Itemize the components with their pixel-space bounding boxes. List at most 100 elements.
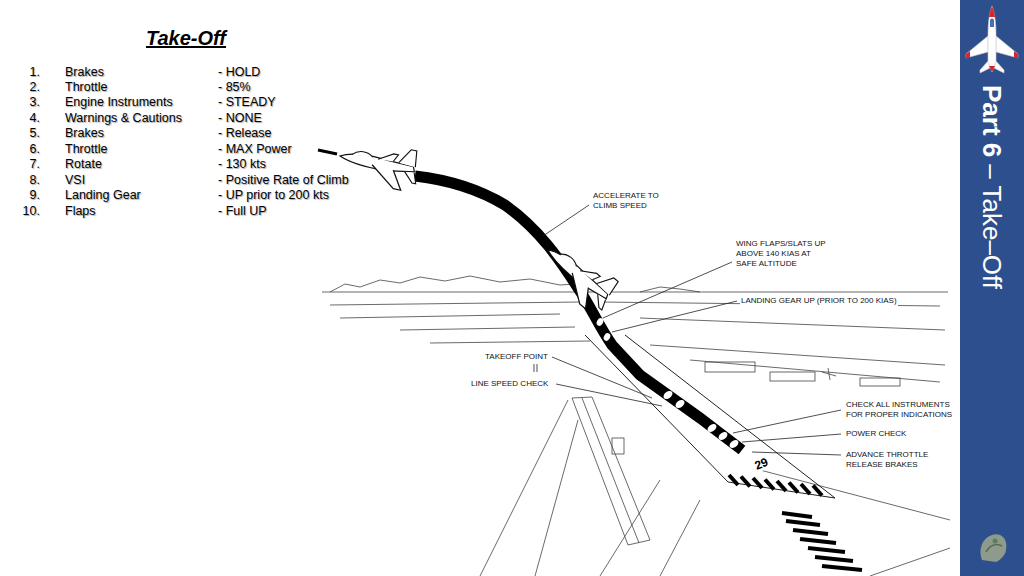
leader-line bbox=[612, 301, 737, 332]
approach-lights bbox=[815, 557, 853, 561]
checklist-item: Throttle bbox=[65, 80, 107, 95]
callout-text: WING FLAPS/SLATS UP ABOVE 140 KIAS AT SA… bbox=[735, 239, 830, 269]
logo-mark bbox=[986, 545, 1002, 552]
runway bbox=[801, 484, 810, 494]
section-title: – Take–Off bbox=[978, 164, 1006, 289]
jet-icon bbox=[996, 36, 1018, 58]
leader-line bbox=[733, 410, 841, 433]
jet-aircraft bbox=[535, 234, 623, 317]
ground-sketch bbox=[340, 314, 560, 318]
step-number: 9. bbox=[8, 188, 40, 203]
slide-title: Take-Off bbox=[146, 26, 226, 50]
callout-text: TAKEOFF POINT bbox=[484, 352, 549, 362]
jet-icon bbox=[966, 51, 970, 58]
checklist-item: Flaps bbox=[65, 204, 96, 219]
checklist-value: - MAX Power bbox=[218, 142, 292, 157]
checklist-value: - NONE bbox=[218, 111, 262, 126]
jet-icon bbox=[988, 6, 996, 72]
runway bbox=[728, 482, 835, 498]
approach-lights bbox=[793, 530, 828, 534]
checklist-value: - 85% bbox=[218, 80, 251, 95]
checklist-value: - 130 kts bbox=[218, 157, 266, 172]
step-number: 1. bbox=[8, 65, 40, 80]
step-number: 2. bbox=[8, 80, 40, 95]
runway bbox=[729, 475, 738, 485]
runway bbox=[729, 475, 822, 496]
ground-sketch bbox=[660, 500, 700, 576]
runway bbox=[753, 478, 762, 488]
runway bbox=[813, 486, 822, 496]
logo-mark bbox=[980, 534, 1006, 562]
checklist-item: Engine Instruments bbox=[65, 95, 173, 110]
checklist-item: Brakes bbox=[65, 65, 104, 80]
checklist-value: - UP prior to 200 kts bbox=[218, 188, 329, 203]
checklist-item: Throttle bbox=[65, 142, 107, 157]
jet-icon bbox=[980, 60, 990, 73]
ground-sketch bbox=[690, 360, 940, 382]
leader-line bbox=[534, 205, 841, 455]
ground-sketch bbox=[582, 398, 639, 543]
callout-text: LANDING GEAR UP (PRIOR TO 200 KIAS) bbox=[740, 296, 898, 306]
leader-line bbox=[552, 357, 652, 398]
runway-number: 29 bbox=[752, 455, 771, 473]
callout-text: CHECK ALL INSTRUMENTS FOR PROPER INDICAT… bbox=[845, 400, 957, 420]
checklist-value: - Release bbox=[218, 126, 272, 141]
checklist-value: - Full UP bbox=[218, 204, 267, 219]
ground-sketch bbox=[640, 287, 700, 292]
flight-path bbox=[602, 332, 611, 342]
step-number: 6. bbox=[8, 142, 40, 157]
jet-icon bbox=[994, 60, 1004, 73]
checklist-value: - HOLD bbox=[218, 65, 260, 80]
ground-sketch bbox=[705, 362, 755, 372]
ground-sketch bbox=[860, 378, 900, 386]
flight-path bbox=[674, 398, 686, 409]
checklist-value: - Positive Rate of Climb bbox=[218, 173, 349, 188]
logo-mark bbox=[993, 539, 998, 544]
approach-lights bbox=[800, 539, 836, 543]
logo-mark bbox=[980, 534, 1006, 562]
flight-path bbox=[717, 430, 729, 441]
ground-sketch bbox=[330, 302, 580, 305]
checklist-item: Brakes bbox=[65, 126, 104, 141]
step-number: 4. bbox=[8, 111, 40, 126]
leader-line bbox=[603, 262, 732, 318]
flight-path bbox=[318, 150, 742, 450]
ground-sketch bbox=[612, 438, 624, 454]
runway bbox=[765, 480, 774, 490]
checklist-item: Rotate bbox=[65, 157, 102, 172]
jet-icon bbox=[966, 6, 1018, 73]
callout-text: ADVANCE THROTTLE RELEASE BRAKES bbox=[845, 450, 933, 470]
approach-lights bbox=[786, 521, 820, 525]
jet-icon bbox=[989, 6, 995, 17]
jet-icon bbox=[989, 66, 995, 72]
jet-icon bbox=[990, 19, 994, 28]
step-number: 7. bbox=[8, 157, 40, 172]
ground-sketch bbox=[640, 318, 945, 330]
callout-text: POWER CHECK bbox=[845, 429, 907, 439]
leader-line bbox=[742, 434, 841, 442]
step-number: 5. bbox=[8, 126, 40, 141]
jet-icon bbox=[1014, 51, 1018, 58]
leader-line bbox=[556, 384, 662, 406]
approach-lights bbox=[782, 513, 812, 517]
flight-path bbox=[415, 176, 742, 450]
ground-sketch bbox=[535, 420, 578, 576]
ground-sketch bbox=[572, 397, 650, 545]
leader-line bbox=[543, 205, 589, 236]
step-number: 8. bbox=[8, 173, 40, 188]
checklist-item: Landing Gear bbox=[65, 188, 141, 203]
section-band: Part 6– Take–Off bbox=[960, 0, 1024, 576]
approach-lights bbox=[782, 513, 862, 570]
flight-path bbox=[662, 389, 674, 400]
checklist-item: VSI bbox=[65, 173, 85, 188]
callout-text: LINE SPEED CHECK bbox=[470, 379, 549, 389]
ground-sketch bbox=[760, 470, 950, 520]
runway bbox=[777, 481, 786, 491]
ground-sketch bbox=[770, 372, 815, 381]
ground-sketch bbox=[322, 292, 948, 293]
flight-path bbox=[595, 317, 604, 327]
step-number: 10. bbox=[8, 204, 40, 219]
approach-lights bbox=[822, 566, 862, 570]
